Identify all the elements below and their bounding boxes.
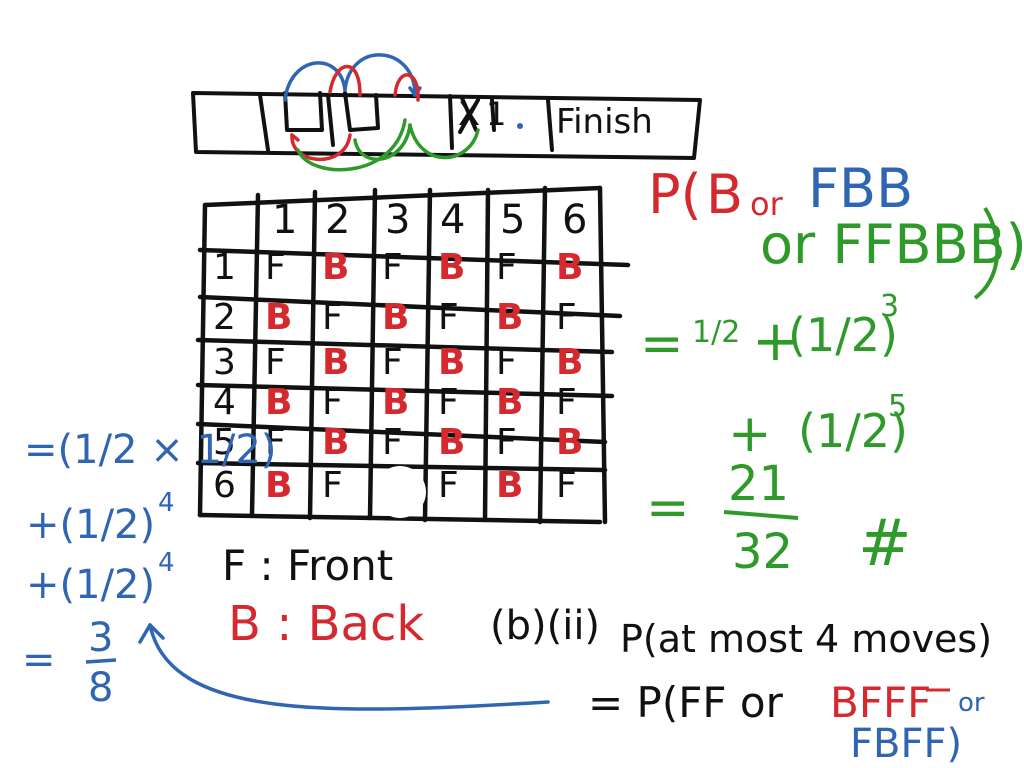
column-header: 4 [440, 197, 466, 243]
prob-b-bfff: BFFF [830, 678, 932, 727]
grid-cell-front: F [556, 382, 577, 423]
plus-1: + [752, 309, 799, 374]
outcome-grid-lines [195, 185, 631, 525]
left-line-2: +(1/2) [26, 502, 156, 548]
grid-cell-front: F [265, 422, 286, 463]
track-mark-1: 1 [486, 95, 507, 133]
result-numerator: 21 [728, 456, 790, 512]
eq-result: = [646, 478, 690, 538]
prob-b-line: P(at most 4 moves) [620, 617, 993, 661]
grid-cell-back: B [265, 297, 293, 338]
row-header: 5 [213, 422, 236, 463]
row-header: 3 [213, 342, 236, 383]
grid-cell-front: F [265, 342, 286, 383]
grid-cell-front: F [322, 465, 343, 506]
part-label: (b)(ii) [490, 603, 601, 649]
result-denominator: 32 [732, 524, 794, 580]
grid-cell-back: B [556, 422, 584, 463]
left-den: 8 [88, 665, 114, 711]
column-header: 2 [325, 197, 351, 243]
exp-5: 5 [888, 389, 908, 424]
row-header: 2 [213, 297, 236, 338]
grid-cell-back: B [322, 247, 350, 288]
grid-cell-front: F [438, 297, 459, 338]
grid-cell-front: F [556, 465, 577, 506]
row-header: 6 [213, 465, 236, 506]
left-num: 3 [88, 615, 114, 661]
left-line-1: =(1/2 × 1/2) [24, 427, 277, 473]
legend-front: F : Front [222, 541, 394, 590]
prob-fbb: FBB [808, 157, 914, 220]
grid-cell-front: F [556, 297, 577, 338]
grid-cell-front: F [322, 297, 343, 338]
left-line-3: +(1/2) [26, 562, 156, 608]
grid-cell-back: B [556, 342, 584, 383]
prob-or: or [750, 185, 783, 223]
grid-cell-back: B [265, 382, 293, 423]
track-mark-x: X [458, 95, 480, 133]
grid-cell-back: B [438, 247, 466, 288]
prob-b-eq: = P(FF or [588, 678, 783, 727]
hash-mark: # [858, 507, 912, 581]
grid-cell-front: F [265, 247, 286, 288]
grid-cell-back: B [322, 342, 350, 383]
grid-cell-back: B [556, 247, 584, 288]
grid-cell-front: F [382, 342, 403, 383]
half-1: 1/2 [692, 315, 741, 350]
grid-cell-front: F [496, 342, 517, 383]
finish-label: Finish [556, 102, 653, 142]
grid-cell-front: F [382, 422, 403, 463]
grid-cell-back: B [438, 422, 466, 463]
plus-2: + [728, 404, 772, 464]
row-header: 1 [213, 247, 236, 288]
grid-cell-back: B [382, 465, 410, 506]
track-bar [191, 91, 702, 160]
column-header: 1 [272, 197, 298, 243]
prob-b-fbff: FBFF) [850, 721, 963, 767]
eq-1: = [640, 314, 684, 374]
legend-back: B : Back [228, 596, 425, 652]
grid-cell-back: B [382, 382, 410, 423]
column-header: 3 [385, 197, 411, 243]
exp-3: 3 [880, 289, 900, 324]
prob-b: B [706, 163, 744, 226]
grid-cell-front: F [438, 382, 459, 423]
prob-cont: or FFBBB) [760, 213, 1024, 276]
grid-cell-back: B [496, 297, 524, 338]
prob-b-or: or [958, 688, 985, 718]
left-exp-4a: 4 [158, 488, 175, 518]
grid-cell-back: B [496, 465, 524, 506]
prob-open: P( [648, 163, 702, 226]
grid-cell-front: F [496, 247, 517, 288]
grid-cell-back: B [322, 422, 350, 463]
paren-half-2: (1/2) [798, 404, 908, 458]
column-header: 6 [562, 197, 588, 243]
left-exp-4b: 4 [158, 548, 175, 578]
grid-cell-back: B [438, 342, 466, 383]
grid-cell-back: B [265, 465, 293, 506]
track-dot [517, 123, 523, 129]
grid-cell-back: B [496, 382, 524, 423]
paren-half-1: (1/2) [788, 308, 898, 362]
column-header: 5 [500, 197, 526, 243]
grid-cell-front: F [322, 382, 343, 423]
track-jump-arcs [283, 53, 480, 172]
grid-cell-front: F [496, 422, 517, 463]
grid-cell-front: F [382, 247, 403, 288]
grid-cell-back: B [382, 297, 410, 338]
row-header: 4 [213, 382, 236, 423]
grid-cell-front: F [438, 465, 459, 506]
left-eq: = [22, 637, 56, 683]
